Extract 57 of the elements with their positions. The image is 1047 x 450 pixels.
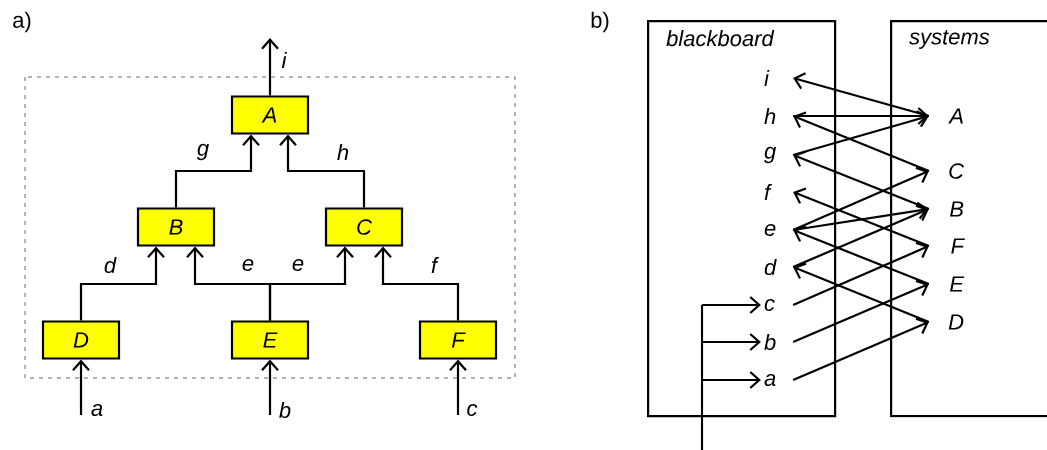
process-box: D (41, 320, 121, 360)
edge-label: d (102, 255, 118, 275)
variable-label: a (764, 374, 776, 387)
process-box: E (230, 320, 310, 360)
arrow (793, 150, 930, 211)
arrow (793, 225, 930, 286)
variable-label: i (764, 70, 770, 86)
variable-label: h (764, 108, 776, 124)
arrow (72, 359, 90, 415)
variable-label: b (764, 333, 776, 351)
arrow (793, 72, 930, 118)
arrow (792, 279, 929, 343)
arrow (374, 246, 460, 321)
edge-label: c (465, 403, 479, 418)
arrow (449, 359, 467, 415)
arrow (792, 317, 929, 381)
system-label: A (948, 108, 963, 124)
edge-label: h (335, 143, 351, 161)
process-box: A (230, 95, 310, 135)
process-box: F (418, 320, 498, 360)
variable-label: e (764, 223, 776, 237)
arrow (79, 246, 165, 321)
arrow (793, 107, 929, 125)
arrow (174, 134, 260, 208)
arrow (261, 359, 279, 415)
arrow (793, 262, 930, 324)
arrow (793, 111, 930, 173)
arrow (268, 246, 354, 321)
variable-label: d (764, 258, 777, 276)
process-box: B (136, 207, 216, 247)
arrow (792, 204, 929, 268)
panel-label: a) (13, 11, 31, 33)
system-label: B (950, 201, 964, 217)
arrow (792, 110, 929, 157)
arrow (279, 134, 366, 208)
system-label: C (949, 163, 965, 179)
variable-label: f (764, 184, 772, 200)
variable-label: c (764, 298, 775, 312)
edge-label: i (280, 51, 288, 69)
arrow (261, 38, 279, 96)
panel-label: b) (591, 11, 609, 33)
arrow (792, 166, 929, 231)
process-box: C (324, 207, 404, 247)
arrow (792, 241, 929, 306)
system-label: F (951, 238, 966, 254)
arrow (793, 187, 930, 248)
branching-arrow (700, 296, 761, 450)
edge-label: f (429, 256, 439, 274)
edge-label: b (277, 400, 293, 420)
system-label: E (950, 276, 965, 292)
edge-label: g (195, 142, 211, 162)
variable-label: g (764, 146, 777, 164)
edge-label: e (240, 258, 256, 273)
edge-label: a (89, 403, 105, 418)
edge-label: e (290, 258, 306, 273)
arrow (792, 201, 929, 232)
system-label: D (948, 314, 964, 330)
